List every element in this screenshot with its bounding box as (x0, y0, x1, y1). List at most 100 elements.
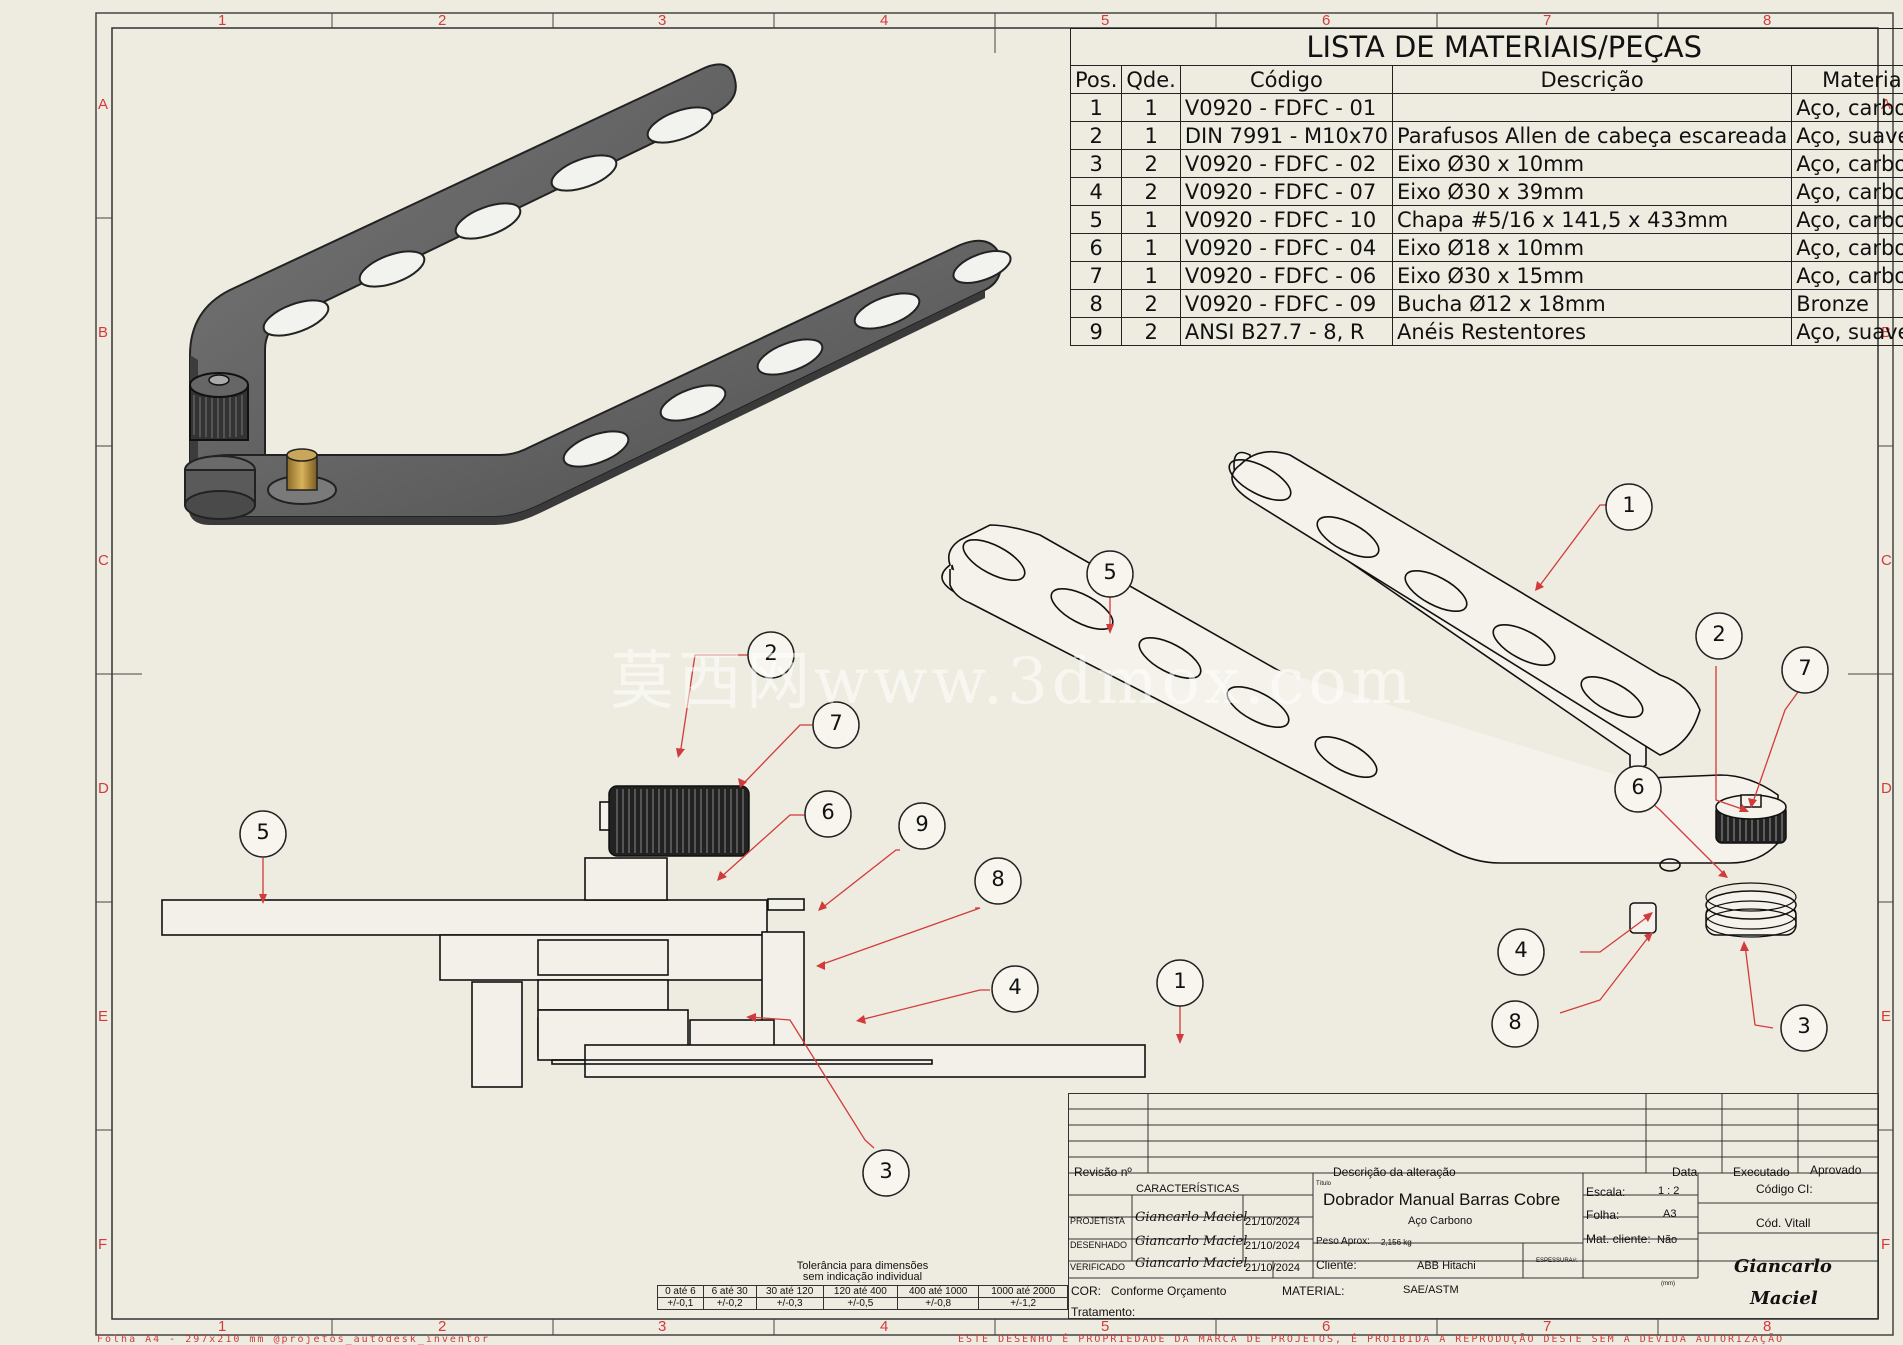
codigo-cell: V0920 - FDFC - 01 (1180, 94, 1392, 122)
balloon-side-4: 4 (992, 975, 1038, 999)
tolerance-value-cell: +/-0,5 (823, 1298, 897, 1310)
codigo-cell: ANSI B27.7 - 8, R (1180, 318, 1392, 346)
tolerance-range-cell: 30 até 120 (756, 1286, 823, 1298)
balloon-iso-4: 4 (1498, 938, 1544, 962)
parts-list-title: LISTA DE MATERIAIS/PEÇAS (1071, 29, 1903, 66)
tolerance-value-cell: +/-0,2 (703, 1298, 756, 1310)
material-cell: Aço, carbono (1792, 178, 1903, 206)
balloon-side-3: 3 (863, 1159, 909, 1183)
balloon-iso-3: 3 (1781, 1014, 1827, 1038)
projetista-signature: Giancarlo Maciel (1135, 1210, 1247, 1225)
executado-label: Executado (1733, 1165, 1790, 1179)
qde-cell: 2 (1122, 178, 1180, 206)
watermark: 莫西网www.3dmox.com (610, 630, 1416, 722)
material-cell: Aço, suave (1792, 122, 1903, 150)
balloon-iso-2: 2 (1696, 622, 1742, 646)
pos-cell: 5 (1071, 206, 1122, 234)
desenhado-date: 21/10/2024 (1245, 1240, 1300, 1252)
data-label: Data (1672, 1165, 1697, 1179)
pos-cell: 4 (1071, 178, 1122, 206)
balloon-side-9: 9 (899, 812, 945, 836)
drawing-title: Dobrador Manual Barras Cobre (1323, 1190, 1560, 1210)
projetista-date: 21/10/2024 (1245, 1216, 1300, 1228)
descricao-cell: Eixo Ø18 x 10mm (1392, 234, 1791, 262)
tolerance-value-cell: +/-0,1 (658, 1298, 704, 1310)
tolerance-value-cell: +/-0,3 (756, 1298, 823, 1310)
balloon-side-1: 1 (1157, 969, 1203, 993)
drawing-subtitle: Aço Carbono (1408, 1215, 1472, 1227)
descricao-label: Descrição da alteração (1333, 1165, 1456, 1179)
descricao-cell: Eixo Ø30 x 39mm (1392, 178, 1791, 206)
revisao-label: Revisão nº (1074, 1165, 1132, 1179)
tolerance-subtitle: sem indicação individual (657, 1272, 1068, 1283)
descricao-cell: Anéis Restentores (1392, 318, 1791, 346)
qde-cell: 1 (1122, 206, 1180, 234)
cliente-value: ABB Hitachi (1417, 1260, 1476, 1272)
descricao-cell: Chapa #5/16 x 141,5 x 433mm (1392, 206, 1791, 234)
codigo-cell: V0920 - FDFC - 07 (1180, 178, 1392, 206)
tolerance-range-cell: 0 até 6 (658, 1286, 704, 1298)
escala-label: Escala: (1586, 1185, 1625, 1199)
qde-cell: 1 (1122, 122, 1180, 150)
balloon-iso-6: 6 (1615, 775, 1661, 799)
balloon-iso-5: 5 (1087, 560, 1133, 584)
codigo-cell: V0920 - FDFC - 09 (1180, 290, 1392, 318)
footer-right: ESTE DESENHO É PROPRIEDADE DA MARCA DE P… (958, 1334, 1784, 1345)
desenhado-label: DESENHADO (1070, 1240, 1127, 1250)
mat-cliente-label: Mat. cliente: (1586, 1232, 1651, 1246)
aprovado-label: Aprovado (1810, 1163, 1861, 1177)
folha-label: Folha: (1586, 1208, 1619, 1222)
material-cell: Aço, carbono (1792, 262, 1903, 290)
qde-cell: 2 (1122, 290, 1180, 318)
company-logo-line1: Giancarlo (1734, 1256, 1832, 1277)
parts-list-table: LISTA DE MATERIAIS/PEÇAS Pos. Qde. Códig… (1070, 28, 1903, 346)
material-label: MATERIAL: (1282, 1284, 1344, 1298)
caracteristicas-label: CARACTERÍSTICAS (1136, 1183, 1239, 1195)
codigo-cell: V0920 - FDFC - 02 (1180, 150, 1392, 178)
projetista-label: PROJETISTA (1070, 1216, 1125, 1226)
balloon-iso-7: 7 (1782, 656, 1828, 680)
material-cell: Aço, suave (1792, 318, 1903, 346)
tolerance-range-cell: 1000 até 2000 (979, 1286, 1068, 1298)
balloon-iso-1: 1 (1606, 493, 1652, 517)
tolerance-value-cell: +/-1,2 (979, 1298, 1068, 1310)
balloon-iso-8: 8 (1492, 1010, 1538, 1034)
cod-vitall-label: Cód. Vitall (1756, 1216, 1810, 1230)
tolerance-value-cell: +/-0,8 (897, 1298, 978, 1310)
tolerance-block: Tolerância para dimensões sem indicação … (657, 1261, 1068, 1310)
descricao-cell: Eixo Ø30 x 15mm (1392, 262, 1791, 290)
material-cell: Aço, carbono (1792, 206, 1903, 234)
codigo-cell: V0920 - FDFC - 04 (1180, 234, 1392, 262)
tolerance-range-cell: 400 até 1000 (897, 1286, 978, 1298)
tolerance-values-row: +/-0,1+/-0,2+/-0,3+/-0,5+/-0,8+/-1,2 (658, 1298, 1068, 1310)
pos-cell: 3 (1071, 150, 1122, 178)
col-header-descricao: Descrição (1392, 66, 1791, 94)
espessura-unit: (mm) (1661, 1281, 1675, 1287)
material-cell: Aço, carbono (1792, 234, 1903, 262)
col-header-qde: Qde. (1122, 66, 1180, 94)
footer-left: Folha A4 - 297x210 mm @projetos_autodesk… (97, 1334, 490, 1345)
titulo-label: Título (1316, 1181, 1331, 1187)
col-header-codigo: Código (1180, 66, 1392, 94)
pos-cell: 6 (1071, 234, 1122, 262)
folha-value: A3 (1663, 1208, 1676, 1220)
company-logo-line2: Maciel (1750, 1288, 1818, 1309)
material-value: SAE/ASTM (1403, 1284, 1459, 1296)
descricao-cell: Parafusos Allen de cabeça escareada (1392, 122, 1791, 150)
qde-cell: 1 (1122, 262, 1180, 290)
col-header-pos: Pos. (1071, 66, 1122, 94)
codigo-ci-label: Código CI: (1756, 1182, 1813, 1196)
balloon-side-5: 5 (240, 820, 286, 844)
balloon-side-8: 8 (975, 867, 1021, 891)
codigo-cell: V0920 - FDFC - 10 (1180, 206, 1392, 234)
tratamento-label: Tratamento: (1071, 1305, 1135, 1319)
